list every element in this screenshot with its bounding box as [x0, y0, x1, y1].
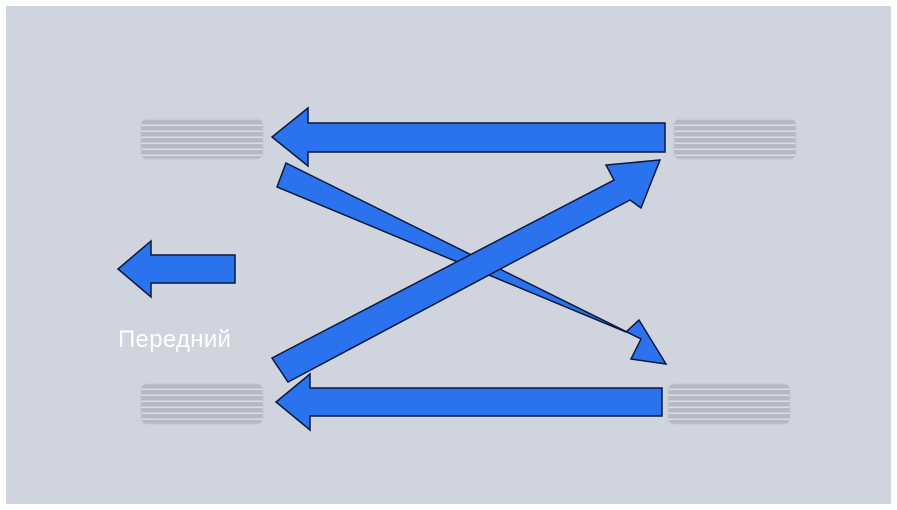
tire-front-left	[140, 118, 264, 160]
arrow-front-right-to-front-left	[270, 106, 666, 168]
arrow-rear-left-to-front-right	[270, 159, 662, 383]
arrow-rear-right-to-rear-left	[274, 372, 663, 432]
tire-front-right	[673, 118, 797, 160]
tire-rotation-diagram	[116, 106, 797, 432]
tire-rear-left	[140, 383, 264, 425]
front-label: Передний	[118, 326, 232, 353]
front-direction-arrow	[116, 239, 236, 299]
tire-rear-right	[667, 383, 791, 425]
diagram-canvas: Передний	[6, 6, 891, 504]
